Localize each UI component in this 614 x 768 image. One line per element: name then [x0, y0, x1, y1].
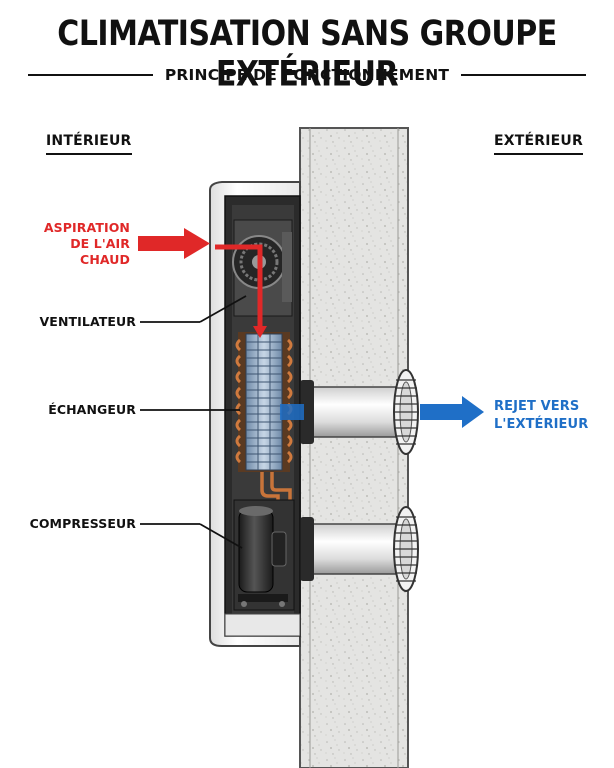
exhaust-label-line1: REJET VERS — [494, 399, 580, 414]
intake-label: ASPIRATION DE L'AIR CHAUD — [30, 220, 130, 268]
subtitle-rule-right — [461, 74, 587, 76]
compressor-icon — [233, 499, 295, 611]
louver-grille-icon — [393, 369, 419, 592]
exhaust-air-arrow — [280, 396, 484, 428]
hot-air-arrow — [138, 228, 267, 338]
intake-label-line2: DE L'AIR CHAUD — [70, 236, 130, 267]
wall-duct-upper — [299, 380, 401, 444]
heat-exchanger-icon — [235, 332, 293, 472]
subtitle-rule-left — [28, 74, 153, 76]
leader-lines — [140, 295, 247, 549]
intake-label-line1: ASPIRATION — [43, 220, 130, 235]
exhaust-label: REJET VERS L'EXTÉRIEUR — [494, 398, 606, 434]
exterior-label: EXTÉRIEUR — [494, 133, 583, 155]
exhaust-label-line2: L'EXTÉRIEUR — [494, 417, 589, 432]
interior-label: INTÉRIEUR — [46, 133, 132, 155]
wall-duct-lower — [299, 517, 401, 581]
subtitle-row: PRINCIPE DE FONCTIONNEMENT — [28, 64, 587, 86]
exchanger-label: ÉCHANGEUR — [48, 402, 136, 417]
fan-label: VENTILATEUR — [39, 314, 136, 329]
compressor-label: COMPRESSEUR — [29, 516, 136, 531]
page-title: CLIMATISATION SANS GROUPE EXTÉRIEUR — [57, 14, 557, 95]
page-subtitle: PRINCIPE DE FONCTIONNEMENT — [164, 66, 450, 84]
wall — [299, 127, 409, 768]
